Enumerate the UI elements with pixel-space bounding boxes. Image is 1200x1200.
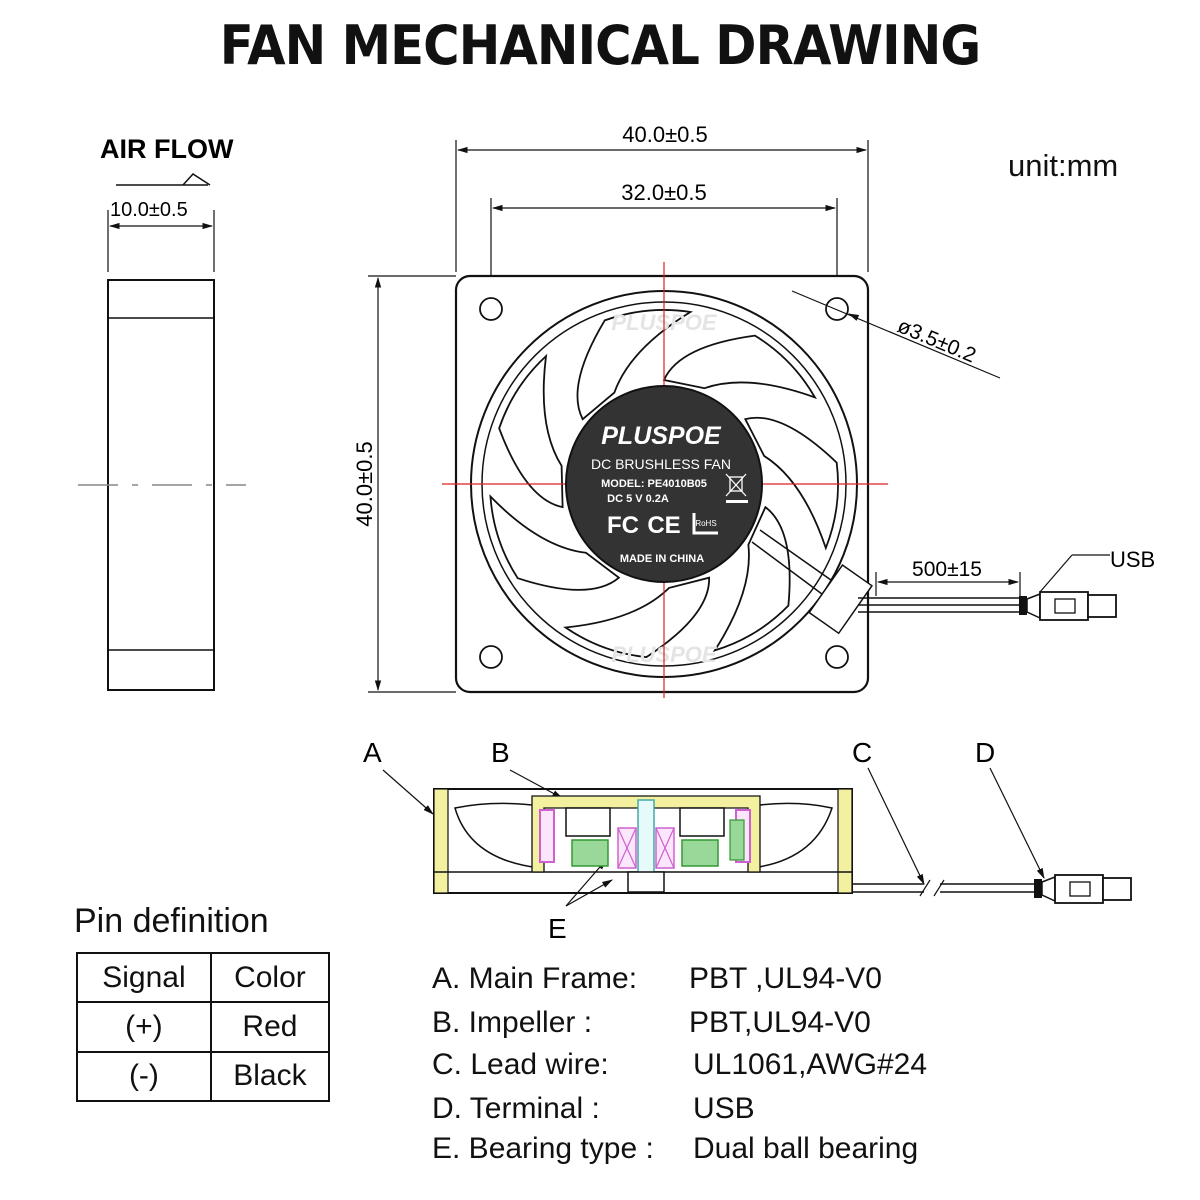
color-cell: Red: [209, 1001, 331, 1053]
rohs-mark: RoHS: [695, 519, 716, 528]
signal-cell: (-): [76, 1050, 212, 1103]
pcb-right: [729, 819, 745, 861]
mounting-hole-bottom-left: [479, 645, 503, 669]
thickness-dimension: 10.0±0.5: [110, 199, 188, 221]
fcc-mark: FC: [607, 512, 639, 539]
pin-definition-table: Signal Color (+) Red (-) Black: [76, 951, 331, 1103]
watermark-bottom: PLUSPOE: [611, 642, 717, 667]
drawing-title: FAN MECHANICAL DRAWING: [219, 14, 981, 77]
usb-symbol-icon: [1054, 598, 1076, 614]
usb-connector-section: [1034, 874, 1132, 904]
width-dimension: 40.0±0.5: [622, 122, 707, 147]
spec-label-c: C. Lead wire:: [432, 1048, 609, 1081]
color-cell: Black: [209, 1050, 331, 1103]
impeller-blade: [498, 353, 564, 509]
spec-value-d: USB: [693, 1092, 755, 1125]
hole-spacing-dimension: 32.0±0.5: [621, 180, 706, 205]
signal-cell: (+): [76, 1001, 212, 1053]
side-view: AIR FLOW 10.0±0.5: [78, 134, 246, 691]
bearing-housing-base: [627, 871, 665, 893]
spec-label-e: E. Bearing type :: [432, 1132, 654, 1165]
usb-connector-front: [1019, 591, 1117, 621]
hole-diameter-leader: [791, 290, 1001, 379]
mounting-hole-bottom-right: [825, 645, 849, 669]
impeller-blade: [743, 416, 839, 551]
spec-value-b: PBT,UL94-V0: [689, 1006, 871, 1039]
watermark-top: PLUSPOE: [611, 310, 717, 335]
rohs-check-icon: [692, 513, 718, 535]
hub-origin: MADE IN CHINA: [620, 553, 704, 565]
hole-diameter-dimension: ø3.5±0.2: [894, 314, 979, 367]
callout-c: C: [852, 737, 872, 768]
ce-mark: CE: [647, 512, 680, 539]
cable-exit-housing: [808, 564, 873, 635]
impeller-blade: [576, 309, 693, 421]
air-flow-label: AIR FLOW: [100, 134, 234, 164]
blade-profile-right: [751, 802, 833, 869]
magnet-left: [539, 809, 555, 863]
spec-label-d: D. Terminal :: [432, 1092, 600, 1125]
cable-strut-upper: [759, 529, 839, 586]
wire-break-2: [933, 879, 945, 897]
frame-wall-right: [837, 788, 853, 894]
cable-strut-lower: [751, 541, 831, 601]
air-flow-arrow-icon: [116, 173, 211, 186]
callout-d: D: [975, 737, 995, 768]
leader-e-1: [565, 859, 607, 907]
impeller-cup: [531, 795, 761, 873]
blade-profile-left: [454, 802, 541, 869]
hole-diameter-arrow: [848, 313, 860, 321]
coil-left: [571, 839, 609, 867]
mounting-hole-top-right: [825, 297, 849, 321]
column-header-color: Color: [209, 951, 331, 1004]
leader-d: [989, 767, 1045, 879]
spec-label-b: B. Impeller :: [432, 1006, 593, 1039]
bearing-right-cross-2: [655, 827, 675, 869]
bearing-left-cross-2: [617, 827, 637, 869]
leader-b: [509, 769, 563, 799]
table-header-row: Signal Color: [76, 951, 331, 1004]
hub-model: MODEL: PE4010B05: [601, 478, 707, 490]
frame-wall-left: [433, 788, 449, 894]
impeller-blade: [712, 505, 791, 652]
spec-value-e: Dual ball bearing: [693, 1132, 919, 1165]
impeller-blade: [662, 334, 817, 400]
callout-e: E: [548, 913, 567, 944]
cable-length-dimension: 500±15: [912, 558, 982, 581]
usb-leader: [1039, 554, 1073, 593]
impeller-blade: [489, 494, 621, 591]
stator-core-left: [565, 807, 611, 837]
unit-note: unit:mm: [1008, 148, 1119, 183]
spec-value-c: UL1061,AWG#24: [693, 1048, 928, 1081]
section-view: A B C D E: [363, 737, 1132, 944]
pin-definition-title: Pin definition: [74, 902, 269, 940]
height-dimension: 40.0±0.5: [352, 441, 377, 526]
hub-rating: DC 5 V 0.2A: [607, 493, 669, 505]
column-header-signal: Signal: [76, 951, 212, 1004]
wire-break-1: [919, 879, 931, 897]
spec-label-a: A. Main Frame:: [432, 962, 638, 995]
coil-right: [681, 839, 719, 867]
hub-product: DC BRUSHLESS FAN: [591, 456, 731, 472]
front-view: 40.0±0.5 32.0±0.5 40.0±0.5 ø3.5±0.2: [352, 122, 1155, 698]
weee-bin-icon: [725, 473, 748, 503]
callout-b: B: [491, 737, 510, 768]
spec-value-a: PBT ,UL94-V0: [689, 962, 882, 995]
usb-symbol-icon: [1069, 881, 1091, 897]
usb-callout: USB: [1110, 547, 1155, 572]
callout-a: A: [363, 737, 382, 768]
leader-c: [867, 767, 925, 885]
stator-core-right: [679, 807, 725, 837]
leader-a: [382, 769, 434, 815]
table-row: (-) Black: [76, 1050, 331, 1103]
impeller-blade: [563, 576, 711, 659]
mounting-hole-top-left: [479, 297, 503, 321]
hub-brand: PLUSPOE: [601, 422, 722, 450]
impeller-blades: [489, 309, 839, 659]
table-row: (+) Red: [76, 1001, 331, 1053]
